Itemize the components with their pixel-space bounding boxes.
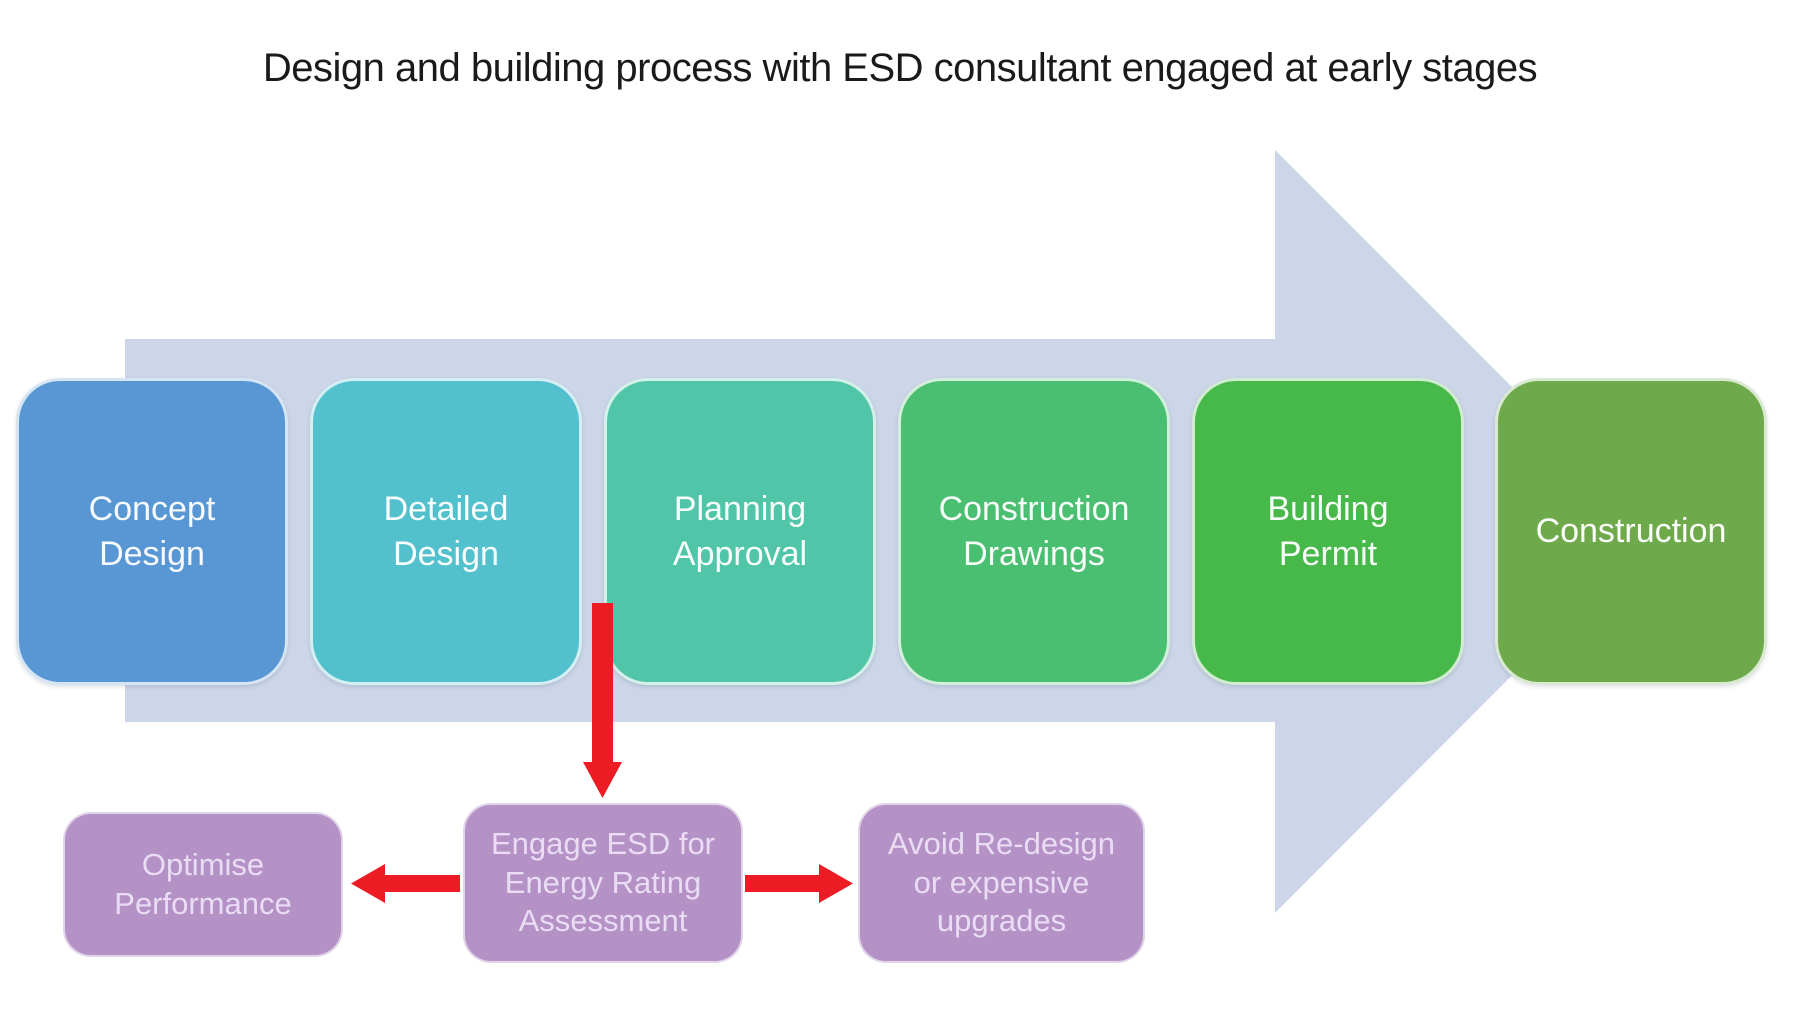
stage-label: Building Permit (1267, 489, 1389, 573)
stage-box-construction-drawings: Construction Drawings (898, 378, 1170, 685)
right-arrow-shape (125, 150, 1656, 913)
stage-label: Construction (1535, 512, 1727, 551)
esd-box-optimise-performance: Optimise Performance (63, 812, 343, 957)
stage-box-concept-design: Concept Design (16, 378, 288, 685)
esd-box-label: Engage ESD for Energy Rating Assessment (490, 826, 716, 939)
esd-box-engage-esd: Engage ESD for Energy Rating Assessment (463, 803, 743, 963)
stage-label: Detailed Design (383, 489, 509, 573)
stage-label: Planning Approval (672, 489, 808, 573)
stage-box-construction: Construction (1495, 378, 1767, 685)
stage-label: Concept Design (88, 489, 216, 573)
stage-box-detailed-design: Detailed Design (310, 378, 582, 685)
esd-box-label: Optimise Performance (114, 847, 292, 921)
stage-box-building-permit: Building Permit (1192, 378, 1464, 685)
stage-label: Construction Drawings (938, 489, 1130, 573)
diagram-title: Design and building process with ESD con… (262, 46, 1538, 90)
esd-box-avoid-redesign: Avoid Re-design or expensive upgrades (858, 803, 1145, 963)
stage-box-planning-approval: Planning Approval (604, 378, 876, 685)
esd-box-label: Avoid Re-design or expensive upgrades (888, 826, 1115, 939)
